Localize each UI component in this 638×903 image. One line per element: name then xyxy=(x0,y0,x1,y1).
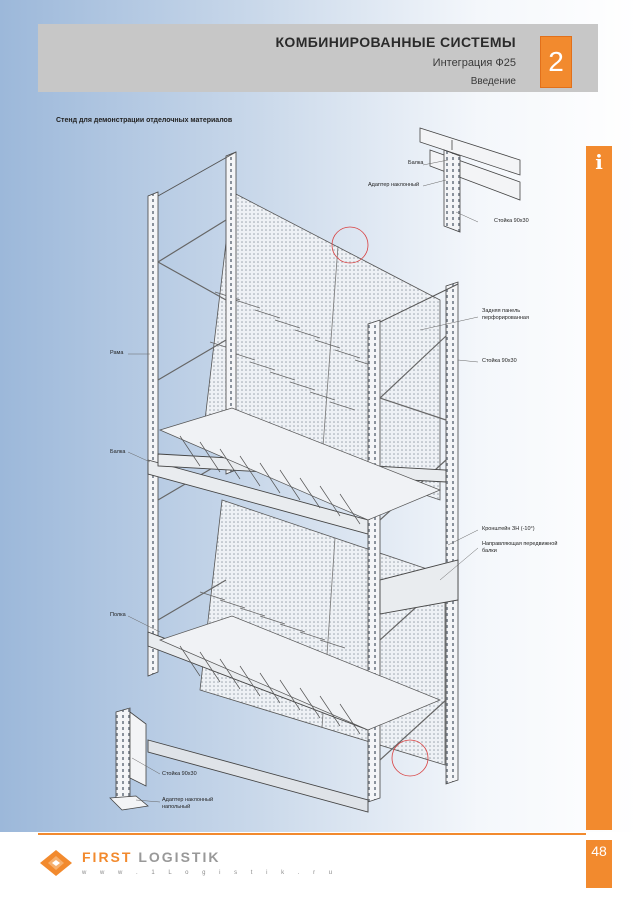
label-balka-left: Балка xyxy=(110,449,126,455)
chapter-badge: 2 xyxy=(540,36,572,88)
label-stoyka-mid: Стойка 90х30 xyxy=(482,358,517,364)
label-balka-top: Балка xyxy=(408,160,424,166)
footer-divider xyxy=(38,833,586,835)
detail-circle-top xyxy=(331,226,369,264)
label-polka: Полка xyxy=(110,612,126,618)
leader-lines xyxy=(127,159,479,803)
figure-title: Стенд для демонстрации отделочных матери… xyxy=(56,117,233,124)
detail-bottom-inset xyxy=(109,707,149,811)
detail-circle-bottom xyxy=(391,739,429,777)
page-header: КОМБИНИРОВАННЫЕ СИСТЕМЫ Интеграция Ф25 В… xyxy=(38,24,598,92)
logo-icon xyxy=(40,850,72,876)
footer-url: w w w . 1 L o g i s t i k . r u xyxy=(82,870,339,876)
label-back-panel: Задняя панель перфорированная xyxy=(482,308,529,321)
label-adapter-incline: Адаптер наклонный xyxy=(368,182,420,188)
page-number-box xyxy=(586,840,612,888)
footer-band xyxy=(0,832,638,903)
label-stoyka-bottom: Стойка 90х30 xyxy=(162,771,197,777)
logo-first: FIRST xyxy=(82,849,133,865)
top-braces xyxy=(157,151,459,323)
logo-logistik: LOGISTIK xyxy=(138,849,221,865)
shelf-lower xyxy=(159,615,441,735)
logo-wordmark: FIRST LOGISTIK xyxy=(82,849,220,865)
label-stoyka-top: Стойка 90х30 xyxy=(494,218,529,224)
label-adapter-floor: Адаптер наклонный напольный xyxy=(162,797,214,810)
label-bracket: Кронштейн ЗН (-10°) xyxy=(482,526,535,532)
label-rama: Рама xyxy=(110,350,124,356)
header-subtitle: Интеграция Ф25 xyxy=(432,57,516,69)
info-icon: i xyxy=(595,150,603,174)
page-number: 48 xyxy=(591,843,607,859)
shelf-upper xyxy=(158,407,441,525)
detail-top-inset xyxy=(419,127,521,233)
label-guide: Направляющая передвижной балки xyxy=(482,541,558,554)
header-section: Введение xyxy=(470,76,516,87)
side-info-bar: i xyxy=(586,146,612,830)
header-title: КОМБИНИРОВАННЫЕ СИСТЕМЫ xyxy=(275,34,516,50)
